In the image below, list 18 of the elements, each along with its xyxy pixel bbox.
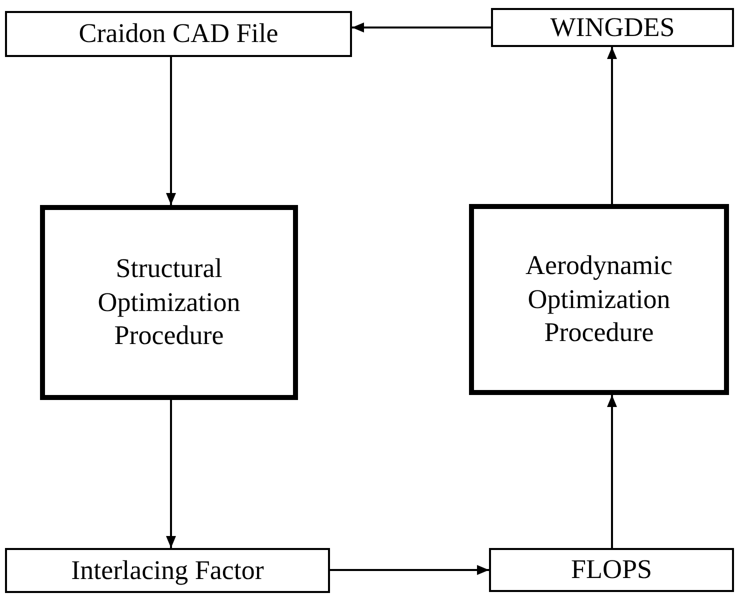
arrow — [330, 565, 489, 575]
box-label: Structural Optimization Procedure — [96, 252, 242, 352]
process-box — [489, 548, 734, 592]
process-box — [491, 8, 734, 47]
arrow — [607, 47, 617, 204]
process-box — [5, 11, 352, 57]
box-label: FLOPS — [570, 553, 652, 586]
arrow — [166, 400, 176, 548]
box-label: Interlacing Factor — [71, 554, 264, 587]
process-box — [5, 548, 330, 593]
box-label: Craidon CAD File — [78, 17, 278, 50]
process-box — [40, 205, 298, 400]
box-label: Aerodynamic Optimization Procedure — [524, 248, 674, 350]
process-box — [469, 204, 729, 395]
arrow — [352, 22, 491, 32]
arrow — [166, 57, 176, 205]
box-label: WINGDES — [550, 10, 675, 44]
arrow — [607, 395, 617, 548]
